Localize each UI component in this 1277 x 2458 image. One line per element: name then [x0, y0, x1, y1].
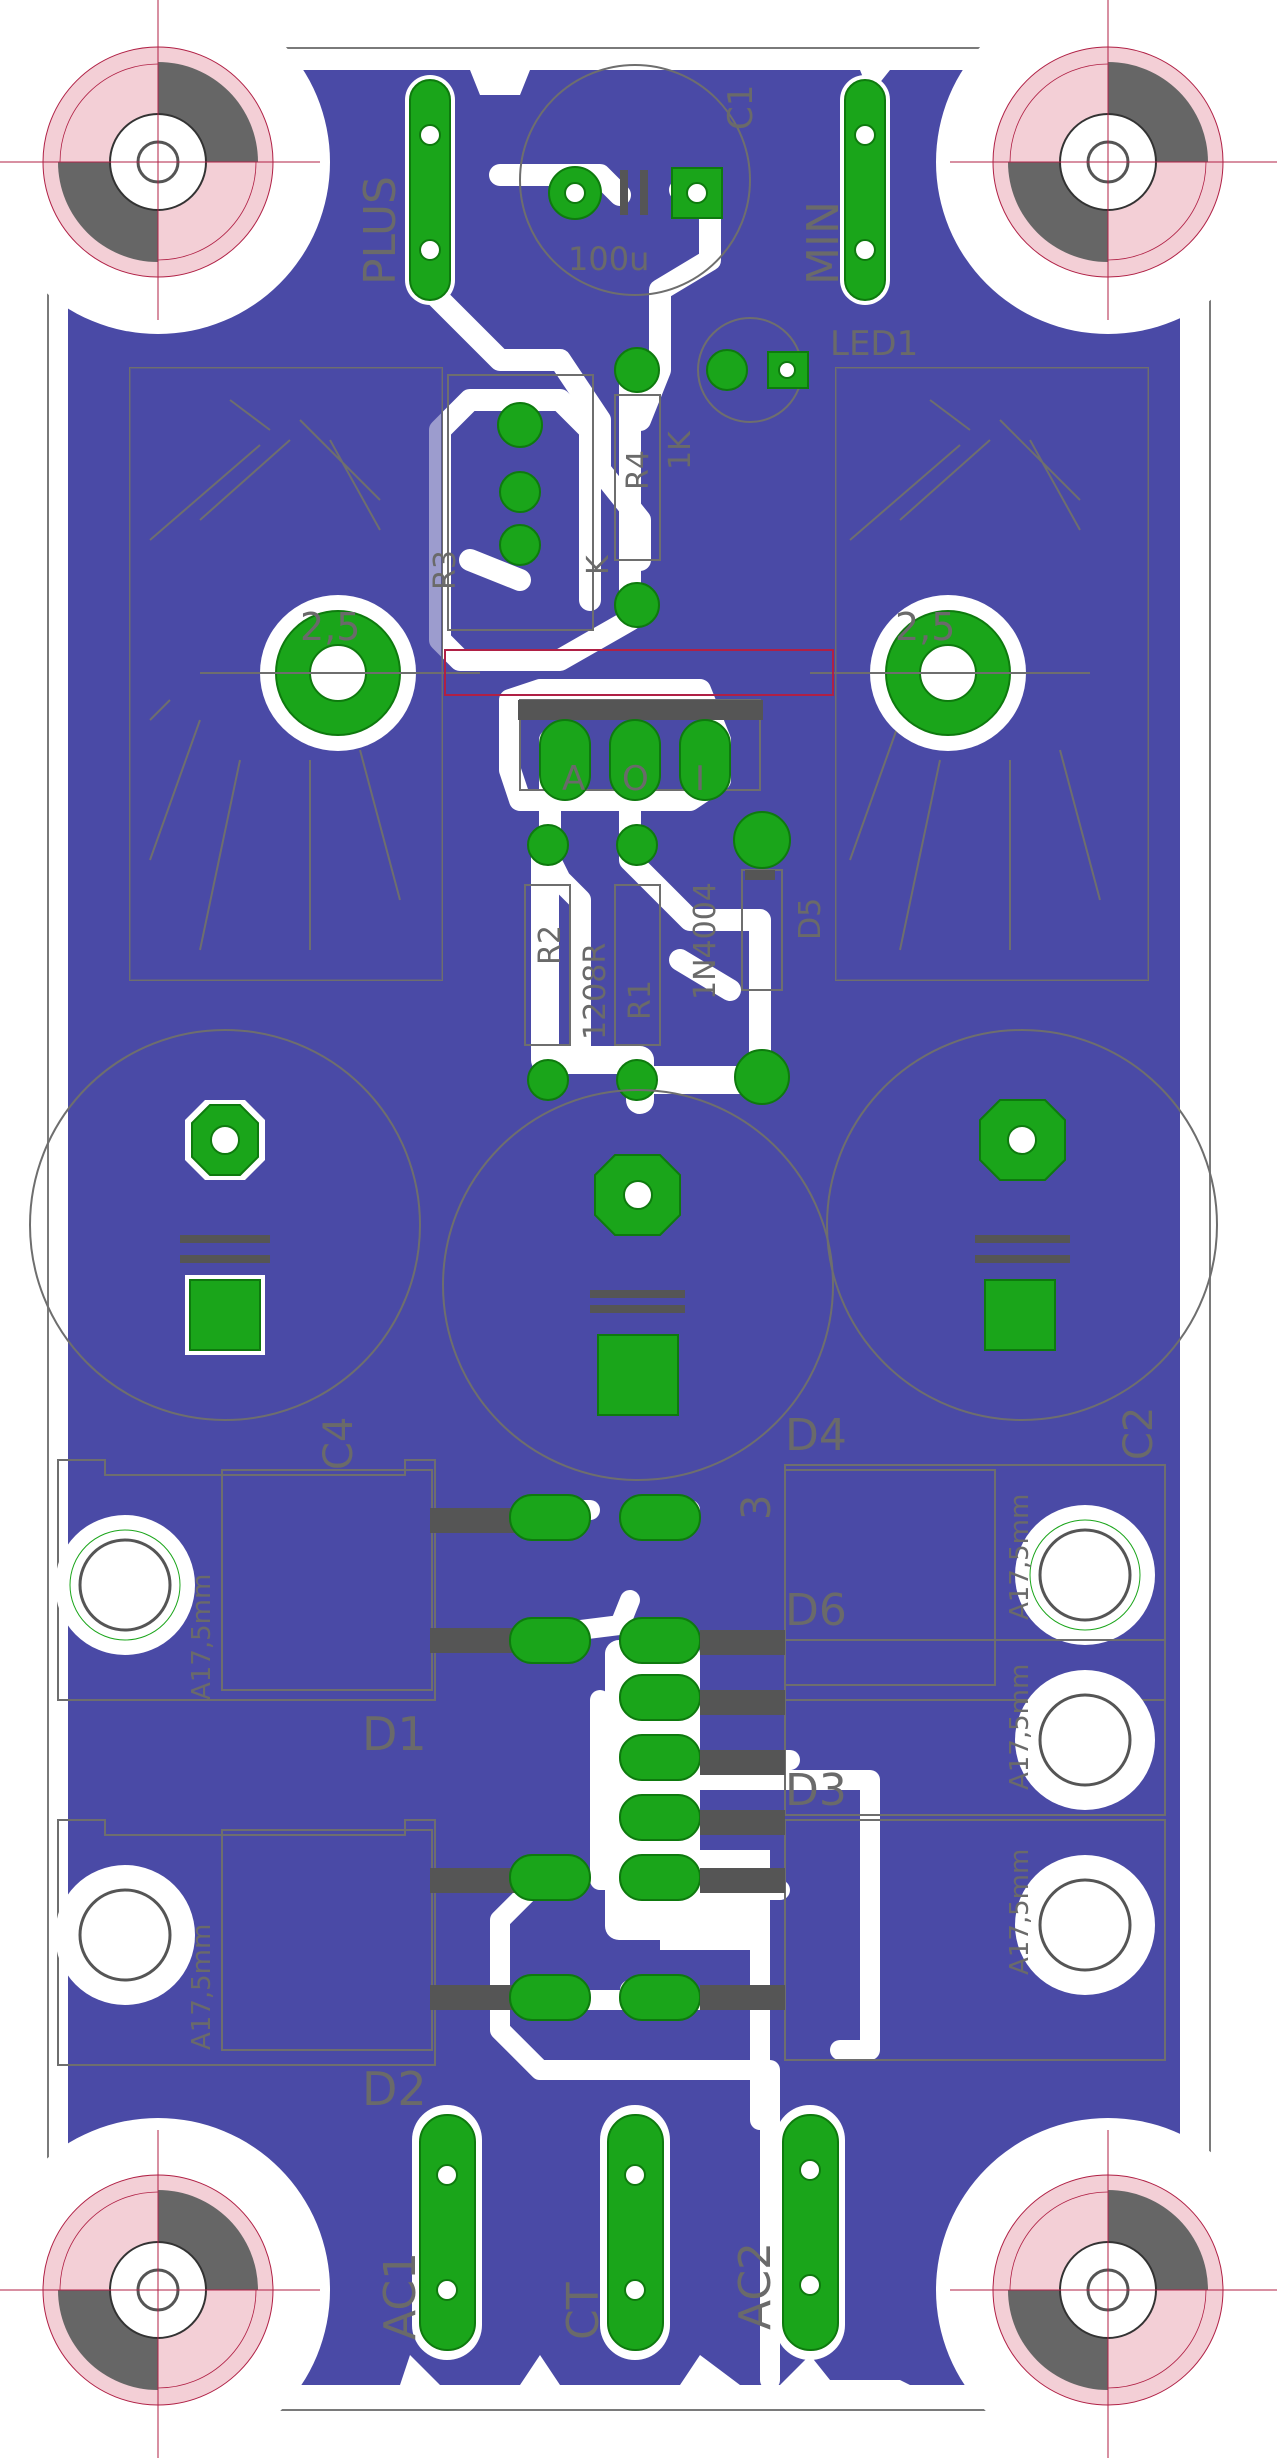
d5-value: 1N4004 [688, 882, 723, 1000]
c2-label: C2 [1116, 1407, 1162, 1460]
regulator: A O I [444, 649, 834, 801]
connector-min: MIN [798, 75, 890, 305]
r1-label: R1 [623, 980, 658, 1020]
diode-d3: A17,5mm D3 [784, 1765, 1166, 2061]
ic-pin-a: A [562, 759, 585, 799]
mount-hole-bottom-right [950, 2130, 1277, 2458]
a17-label-3: A17,5mm [1005, 1494, 1035, 1620]
d2-label: D2 [362, 2062, 427, 2116]
a17-label-5: A17,5mm [1005, 1849, 1035, 1975]
d4-label: D4 [785, 1410, 847, 1461]
diode-d4: A17,5mm D4 C2 [784, 1407, 1166, 1701]
ic-pin-o: O [622, 759, 649, 799]
mount-hole-bottom-left [0, 2130, 320, 2458]
connector-ac1: AC1 [375, 2105, 482, 2360]
bridge-pads: 3 [430, 1494, 785, 2021]
d1-label: D1 [362, 1707, 427, 1761]
capacitor-right [826, 1029, 1218, 1421]
a17-label-1: A17,5mm [187, 1574, 217, 1700]
c4-label: C4 [316, 1417, 362, 1470]
d6-label: D6 [785, 1585, 847, 1636]
min-label: MIN [798, 201, 849, 285]
d5-label: D5 [793, 898, 828, 940]
ac2-label: AC2 [730, 2242, 781, 2330]
r3-label: R3 [428, 550, 463, 590]
resistor-r4: R4 1K [614, 347, 698, 628]
resistor-r2: R2 [524, 824, 571, 1101]
capacitor-c1: C1 100u [519, 64, 761, 296]
diode-d2: A17,5mm D2 [55, 1819, 436, 2116]
connector-ac2: AC2 [730, 2105, 845, 2360]
heatsink-right-label: 2,5 [895, 605, 955, 649]
capacitor-left [29, 1029, 421, 1421]
connector-ct: CT [558, 2105, 670, 2360]
heatsink-left-label: 2,5 [300, 605, 360, 649]
diode-d1: A17,5mm D1 C4 [55, 1417, 436, 1761]
mount-hole-top-left [0, 0, 320, 320]
ac1-label: AC1 [375, 2252, 426, 2340]
c3-label: 3 [734, 1495, 780, 1520]
ct-label: CT [558, 2282, 609, 2340]
r4-value: 1K [663, 430, 698, 470]
a17-label-4: A17,5mm [1005, 1664, 1035, 1790]
k-mark: K [581, 554, 616, 575]
ic-pin-i: I [695, 759, 705, 799]
diode-d6: A17,5mm D6 [784, 1585, 1166, 1816]
heatsink-left: 2,5 [129, 367, 480, 981]
mount-hole-top-right [950, 0, 1277, 320]
resistor-r3: R3 K [428, 374, 616, 631]
plus-label: PLUS [355, 176, 406, 285]
led1-label: LED1 [830, 324, 918, 364]
r2-label: R2 [533, 925, 568, 965]
connector-plus: PLUS [355, 75, 455, 305]
led-led1: LED1 [697, 317, 918, 423]
a17-label-2: A17,5mm [187, 1924, 217, 2050]
d3-label: D3 [785, 1765, 847, 1816]
c1-value: 100u [568, 240, 649, 278]
heatsink-right: 2,5 [810, 367, 1149, 981]
r4-label: R4 [621, 450, 656, 490]
capacitor-center [442, 1089, 834, 1481]
diode-d5: D5 1N4004 [688, 811, 828, 1105]
c1-label: C1 [721, 85, 761, 130]
r-value: 1208R [578, 943, 613, 1040]
